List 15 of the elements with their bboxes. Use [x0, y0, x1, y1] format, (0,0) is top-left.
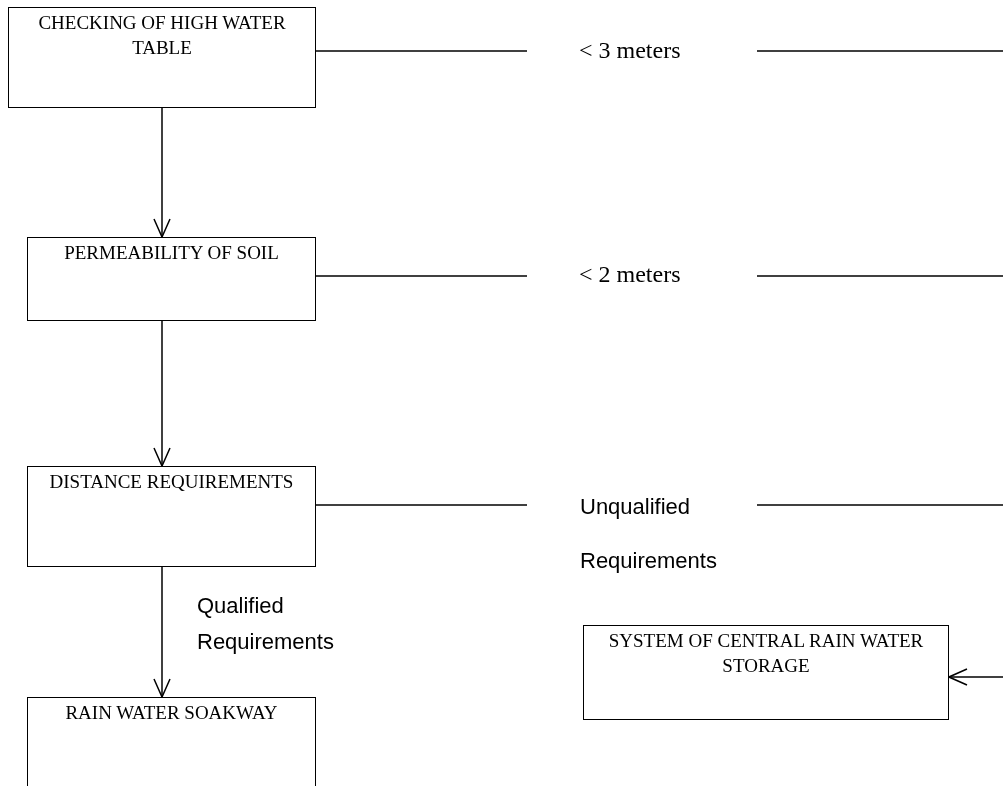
arrow — [948, 668, 1003, 686]
process-box — [27, 697, 316, 786]
process-box — [8, 7, 316, 108]
arrow — [153, 320, 171, 467]
process-box — [583, 625, 949, 720]
edge-label: Qualified Requirements — [197, 592, 335, 657]
box-label: CHECKING OF HIGH WATER TABLE — [37, 11, 287, 60]
arrow — [153, 566, 171, 698]
box-label: SYSTEM OF CENTRAL RAIN WATER STORAGE — [607, 629, 925, 678]
arrow — [153, 107, 171, 238]
process-box — [27, 237, 316, 321]
box-label: DISTANCE REQUIREMENTS — [49, 470, 294, 494]
box-label: RAIN WATER SOAKWAY — [65, 701, 278, 725]
box-label: PERMEABILITY OF SOIL — [64, 241, 279, 265]
process-box — [27, 466, 316, 567]
